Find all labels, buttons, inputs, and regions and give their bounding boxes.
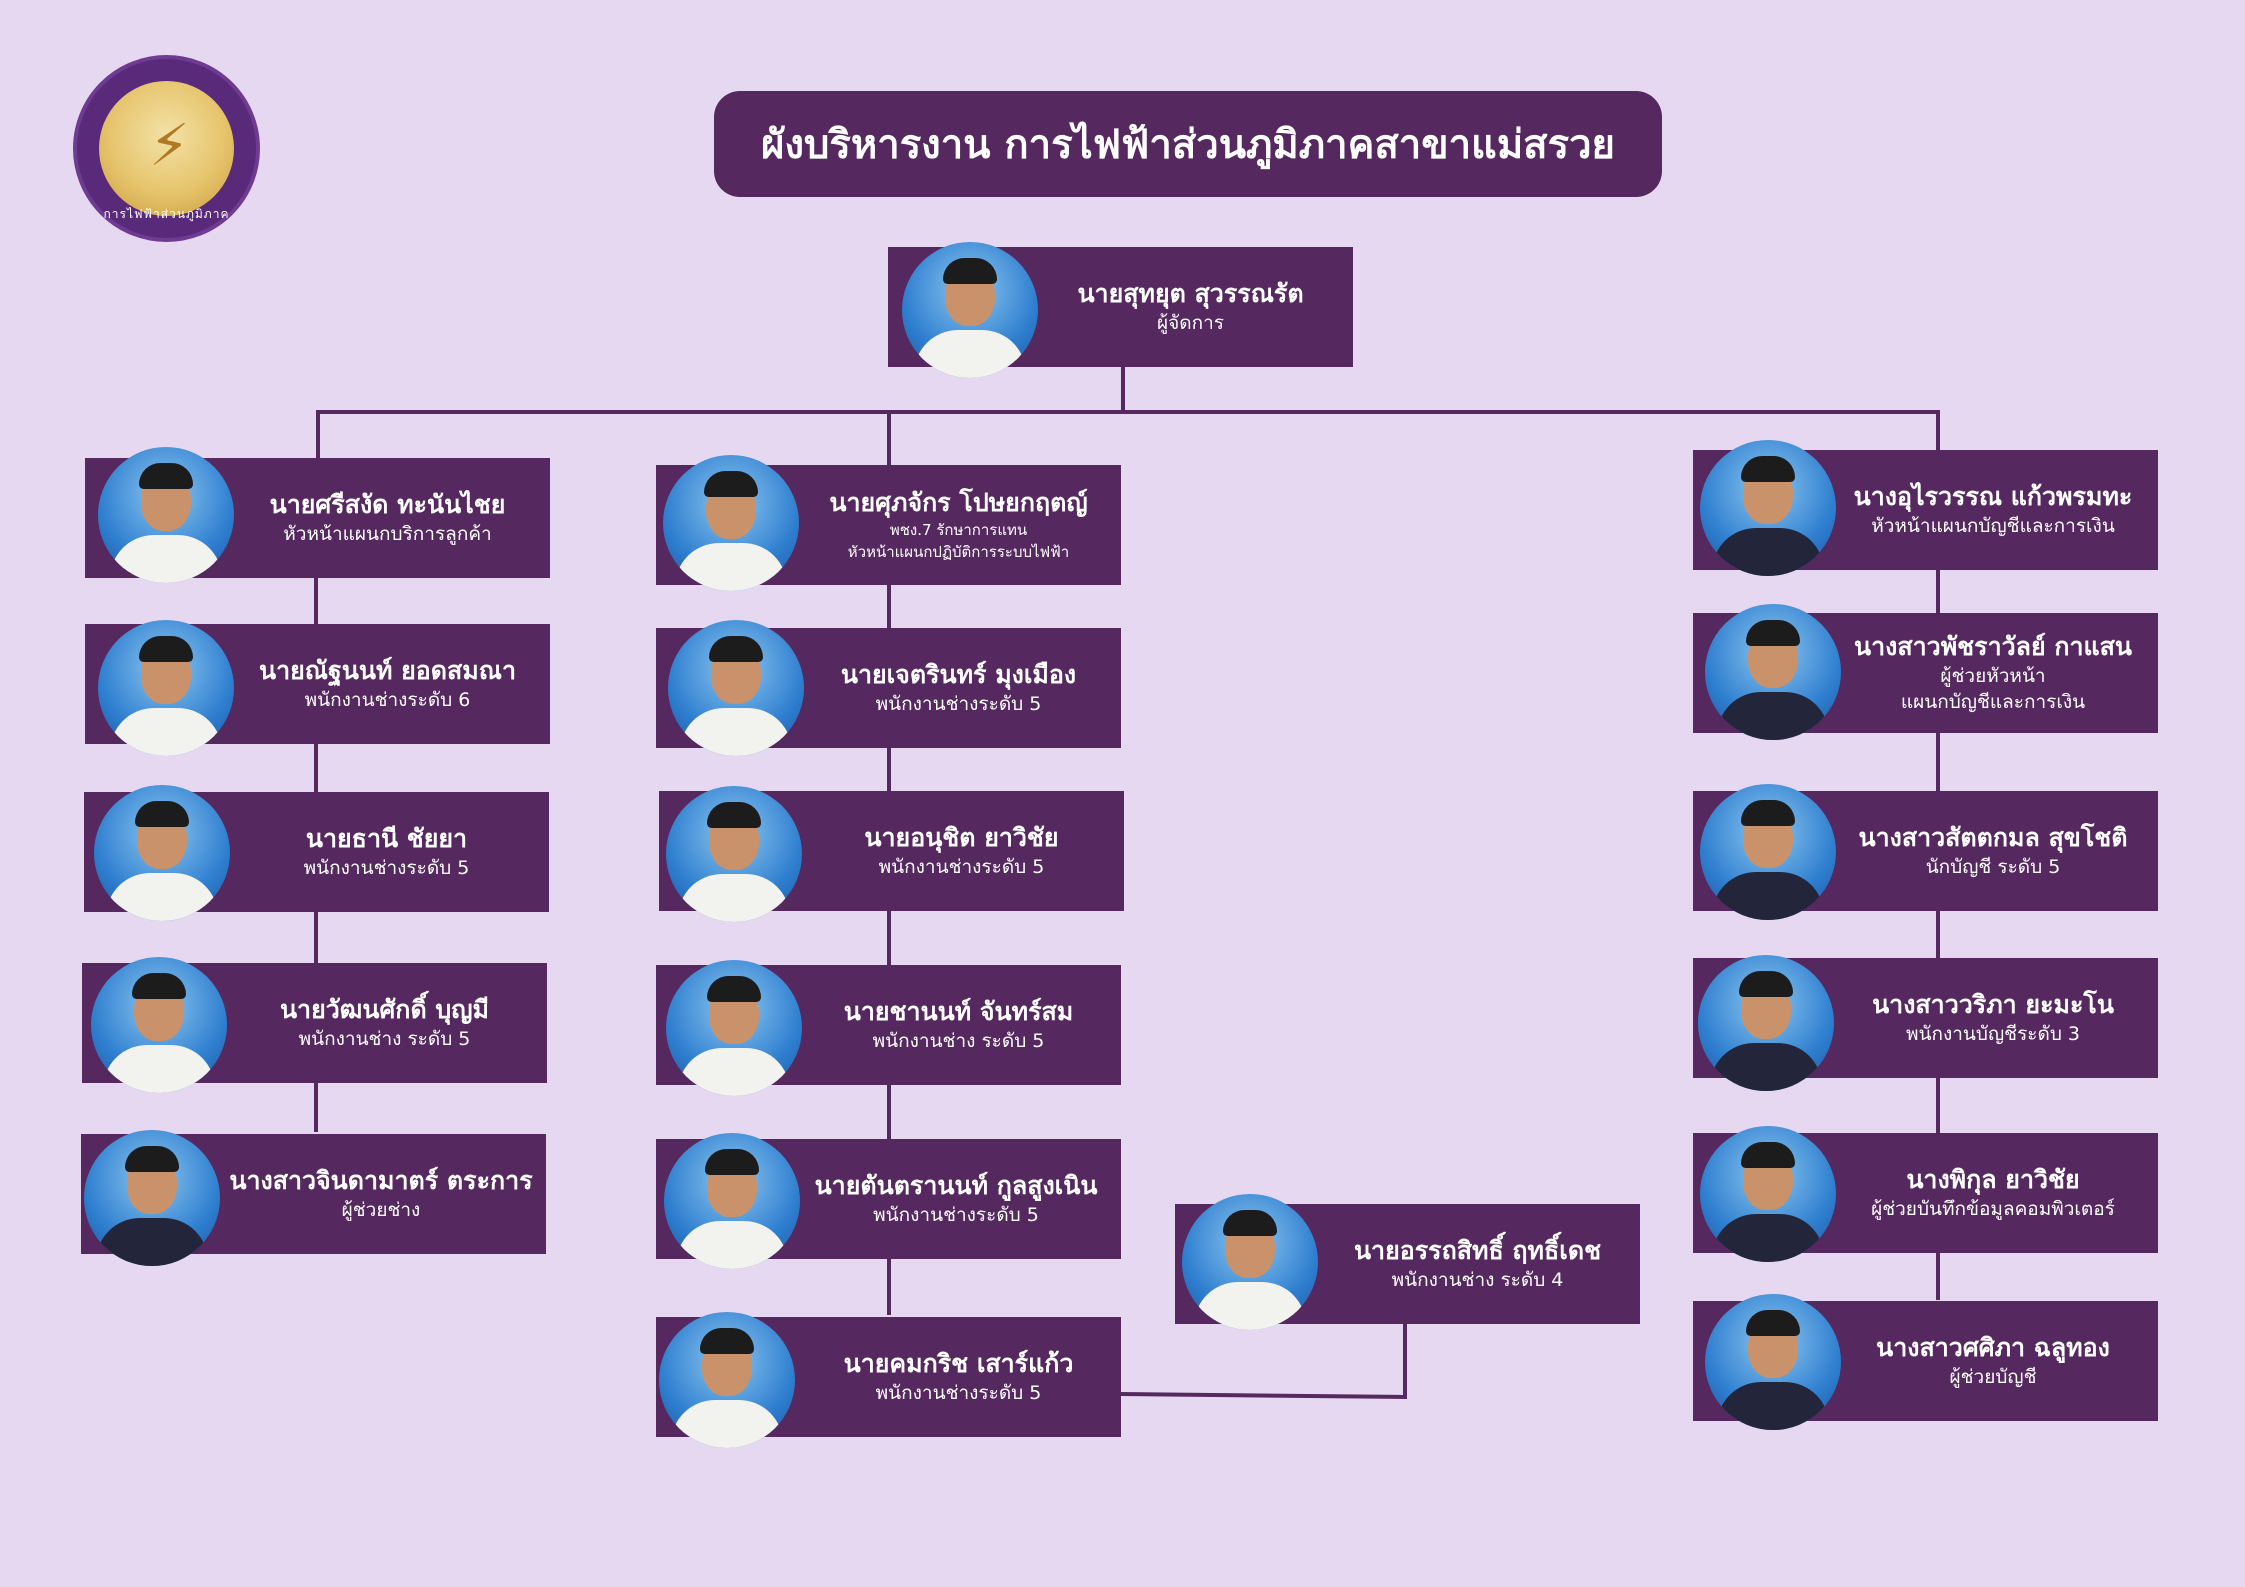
staff-avatar-c2-4: [666, 960, 802, 1096]
logo-text: การไฟฟ้าส่วนภูมิภาค: [103, 207, 230, 221]
staff-role-line2: แผนกบัญชีและการเงิน: [1900, 691, 2086, 713]
staff-role: พนักงานช่างระดับ 5: [873, 1204, 1039, 1226]
staff-avatar-c2-2: [668, 620, 804, 756]
manager-avatar: [902, 242, 1038, 378]
pea-logo: ⚡ การไฟฟ้าส่วนภูมิภาค: [73, 55, 260, 242]
staff-name: นายศุภจักร โปษยกฤตญ์: [829, 488, 1088, 517]
staff-name: นายศรีสงัด ทะนันไชย: [269, 490, 506, 519]
staff-avatar-c3-2: [1705, 604, 1841, 740]
staff-role: พชง.7 รักษาการแทน: [889, 521, 1028, 539]
staff-avatar-c1-5: [84, 1130, 220, 1266]
staff-name: นายคมกริช เสาร์แก้ว: [843, 1349, 1074, 1378]
staff-role: หัวหน้าแผนกบัญชีและการเงิน: [1871, 515, 2115, 537]
staff-name: นายวัฒนศักดิ์ บุญมี: [279, 995, 490, 1024]
manager-role: ผู้จัดการ: [1157, 312, 1224, 334]
staff-name: นายอรรถสิทธิ์ ฤทธิ์เดช: [1353, 1236, 1602, 1265]
staff-name: นางสาวศศิภา ฉลูทอง: [1876, 1333, 2110, 1362]
staff-role: ผู้ช่วยบัญชี: [1949, 1366, 2037, 1388]
staff-name: นางสาวสัตตกมล สุขโชติ: [1858, 823, 2128, 852]
staff-role-line2: หัวหน้าแผนกปฏิบัติการระบบไฟฟ้า: [847, 543, 1070, 561]
staff-avatar-c3-6: [1705, 1294, 1841, 1430]
staff-role: พนักงานช่างระดับ 6: [304, 689, 471, 711]
staff-role: ผู้ช่วยบันทึกข้อมูลคอมพิวเตอร์: [1871, 1198, 2115, 1220]
staff-role: นักบัญชี ระดับ 5: [1925, 856, 2061, 878]
staff-name: นางสาวจินดามาตร์ ตระการ: [229, 1166, 533, 1195]
staff-avatar-c1-1: [98, 447, 234, 583]
staff-avatar-c3-4: [1698, 955, 1834, 1091]
staff-name: นายอนุชิต ยาวิชัย: [864, 823, 1059, 852]
staff-role: หัวหน้าแผนกบริการลูกค้า: [283, 523, 492, 545]
staff-avatar-c1-2: [98, 620, 234, 756]
staff-role: พนักงานช่าง ระดับ 4: [1391, 1269, 1564, 1291]
staff-name: นายเจตรินทร์ มุงเมือง: [840, 660, 1077, 689]
staff-avatar-c2-5: [664, 1133, 800, 1269]
staff-avatar-c3-1: [1700, 440, 1836, 576]
staff-name: นายณัฐนนท์ ยอดสมณา: [259, 656, 516, 685]
staff-avatar-c1-4: [91, 957, 227, 1093]
staff-card-c3-4: นางสาววริภา ยะมะโน พนักงานบัญชีระดับ 3: [1693, 958, 2158, 1078]
staff-name: นายธานี ชัยยา: [305, 824, 468, 853]
staff-role: พนักงานช่างระดับ 5: [875, 1382, 1042, 1404]
staff-role: พนักงานช่างระดับ 5: [303, 857, 470, 879]
manager-name: นายสุทยุต สุวรรณรัต: [1077, 279, 1304, 308]
staff-role: พนักงานช่างระดับ 5: [878, 856, 1045, 878]
staff-role: ผู้ช่วยหัวหน้า: [1940, 665, 2046, 687]
staff-avatar-c2-3: [666, 786, 802, 922]
staff-avatar-c1-3: [94, 785, 230, 921]
staff-role: พนักงานช่าง ระดับ 5: [872, 1030, 1045, 1052]
staff-role: พนักงานบัญชีระดับ 3: [1905, 1023, 2081, 1045]
staff-avatar-c3-3: [1700, 784, 1836, 920]
staff-name: นายชานนท์ จันทร์สม: [843, 997, 1074, 1026]
staff-avatar-c2-1: [663, 455, 799, 591]
page-title: ผังบริหารงาน การไฟฟ้าส่วนภูมิภาคสาขาแม่ส…: [714, 91, 1662, 197]
staff-name: นายตันตรานนท์ กูลสูงเนิน: [814, 1171, 1098, 1200]
staff-role: ผู้ช่วยช่าง: [341, 1199, 421, 1221]
staff-name: นางสาววริภา ยะมะโน: [1872, 990, 2114, 1019]
staff-avatar-extra: [1182, 1194, 1318, 1330]
staff-role: พนักงานช่างระดับ 5: [875, 693, 1042, 715]
staff-name: นางอุไรวรรณ แก้วพรมทะ: [1853, 482, 2133, 511]
lightning-icon: ⚡: [149, 111, 190, 179]
staff-name: นางพิกุล ยาวิชัย: [1906, 1165, 2080, 1194]
staff-avatar-c3-5: [1700, 1126, 1836, 1262]
staff-name: นางสาวพัชราวัลย์ กาแสน: [1854, 632, 2132, 661]
staff-avatar-c2-6: [659, 1312, 795, 1448]
staff-role: พนักงานช่าง ระดับ 5: [298, 1028, 471, 1050]
